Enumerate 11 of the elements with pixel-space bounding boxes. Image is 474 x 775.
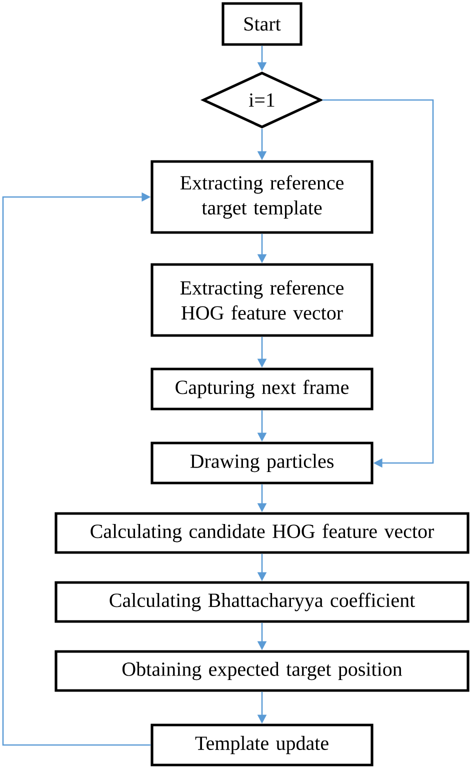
process-box: Start [222, 2, 302, 46]
process-box: Template update [150, 724, 374, 766]
process-box: Drawing particles [150, 442, 374, 484]
process-box: Capturing next frame [150, 368, 374, 410]
arrow [2, 192, 151, 746]
process-box: Calculating candidate HOG feature vector [54, 512, 470, 554]
arrow [322, 99, 434, 468]
process-box: Obtaining expected target position [54, 650, 470, 692]
process-box: Extracting reference HOG feature vector [150, 263, 374, 337]
process-box: Extracting reference target template [150, 160, 374, 234]
process-box: Calculating Bhattacharyya coefficient [54, 581, 470, 623]
